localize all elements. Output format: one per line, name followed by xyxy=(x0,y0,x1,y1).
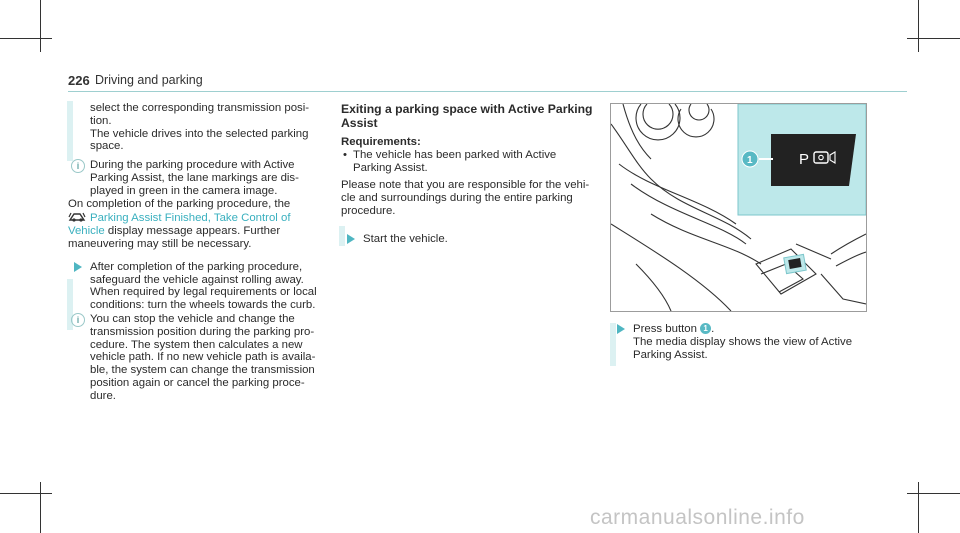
info-note: i During the parking procedure with Acti… xyxy=(68,159,330,197)
step-bar xyxy=(67,279,73,330)
step-bar xyxy=(610,323,616,366)
text-line: conditions: turn the wheels towards the … xyxy=(90,299,316,312)
requirements-list: The vehicle has been parked with Active … xyxy=(341,149,603,175)
parking-button: P xyxy=(799,151,836,168)
text-line: Start the vehicle. xyxy=(363,232,448,245)
text-line: After completion of the parking procedur… xyxy=(90,260,303,273)
info-icon: i xyxy=(71,159,85,174)
text-segment: Press button xyxy=(633,323,701,335)
text-line: On completion of the parking procedure, … xyxy=(68,197,291,210)
text-line: The vehicle drives into the selected par… xyxy=(90,127,309,140)
text-line: Parking Assist. xyxy=(353,161,428,174)
text-line: vehicle path. If no new vehicle path is … xyxy=(90,351,316,364)
display-message-line: Parking Assist Finished, Take Control of xyxy=(68,210,330,225)
arrow-icon xyxy=(347,233,355,244)
button-symbol: P xyxy=(799,151,809,168)
watermark: carmanualsonline.info xyxy=(590,506,805,529)
header-divider xyxy=(68,91,907,92)
crop-mark xyxy=(40,482,41,533)
text-line: ble, the system can change the transmiss… xyxy=(90,364,315,377)
text-line: You can stop the vehicle and change the xyxy=(90,312,295,325)
text-line: select the corresponding transmission po… xyxy=(90,102,310,114)
text-line: The media display shows the view of Acti… xyxy=(633,335,853,348)
text-line: played in green in the camera image. xyxy=(90,184,278,197)
arrow-icon xyxy=(74,261,82,272)
text-line: Vehicle display message appears. Further xyxy=(68,225,330,238)
callout-number: 1 xyxy=(747,155,753,166)
text-segment: . xyxy=(711,323,715,335)
list-item: The vehicle has been parked with Active … xyxy=(341,149,603,175)
instruction-step: After completion of the parking procedur… xyxy=(68,261,330,312)
text-line: safeguard the vehicle against rolling aw… xyxy=(90,273,304,286)
text-line: Press button 1. xyxy=(633,323,871,336)
info-note: i You can stop the vehicle and change th… xyxy=(68,312,330,403)
console-drawing: P 1 xyxy=(611,104,866,311)
crop-mark xyxy=(918,482,919,533)
text-line: position again or cancel the parking pro… xyxy=(90,376,305,389)
parking-assist-icon xyxy=(68,213,86,222)
crop-mark xyxy=(907,493,960,494)
highlighted-button xyxy=(783,253,807,275)
section-heading: Exiting a parking space with Active Park… xyxy=(341,102,593,116)
text-line: cedure. The system then calculates a new xyxy=(90,338,303,351)
middle-column: Exiting a parking space with Active Park… xyxy=(341,102,603,246)
text-line: maneuvering may still be necessary. xyxy=(68,237,252,250)
text-line: During the parking procedure with Active xyxy=(90,159,295,172)
center-console-illustration: P 1 xyxy=(610,103,867,312)
requirements-label: Requirements: xyxy=(341,136,421,148)
callout-badge: 1 xyxy=(700,323,712,335)
text-line: dure. xyxy=(90,389,116,402)
text-line: When required by legal requirements or l… xyxy=(90,286,317,299)
instruction-step: Start the vehicle. xyxy=(341,233,603,246)
display-message: Vehicle xyxy=(68,225,105,238)
text-line: Please note that you are responsible for… xyxy=(341,179,590,192)
step-bar xyxy=(339,226,345,246)
arrow-icon xyxy=(617,324,625,334)
step-bar xyxy=(67,101,73,161)
left-column: select the corresponding transmission po… xyxy=(68,102,330,403)
info-icon: i xyxy=(71,312,85,327)
crop-mark xyxy=(40,0,41,52)
text-line: Parking Assist. xyxy=(633,348,708,361)
instruction-step: Press button 1. The media display shows … xyxy=(611,323,871,361)
text-line: procedure. xyxy=(341,204,396,217)
crop-mark xyxy=(0,493,52,494)
section-heading: Assist xyxy=(341,116,378,130)
crop-mark xyxy=(907,38,960,39)
text-line: transmission position during the parking… xyxy=(90,325,315,338)
section-title: Driving and parking xyxy=(95,73,203,87)
text-line: tion. xyxy=(90,114,112,127)
right-column: Press button 1. The media display shows … xyxy=(611,323,871,361)
crop-mark xyxy=(918,0,919,52)
text-line: space. xyxy=(90,140,124,153)
text-line: cle and surroundings during the entire p… xyxy=(341,192,573,205)
crop-mark xyxy=(0,38,52,39)
display-message: Parking Assist Finished, Take Control of xyxy=(90,212,291,225)
text-segment: display message appears. Further xyxy=(104,225,281,238)
text-line: Parking Assist, the lane markings are di… xyxy=(90,171,299,184)
page-number: 226 xyxy=(68,73,90,88)
text-line: The vehicle has been parked with Active xyxy=(353,148,557,161)
